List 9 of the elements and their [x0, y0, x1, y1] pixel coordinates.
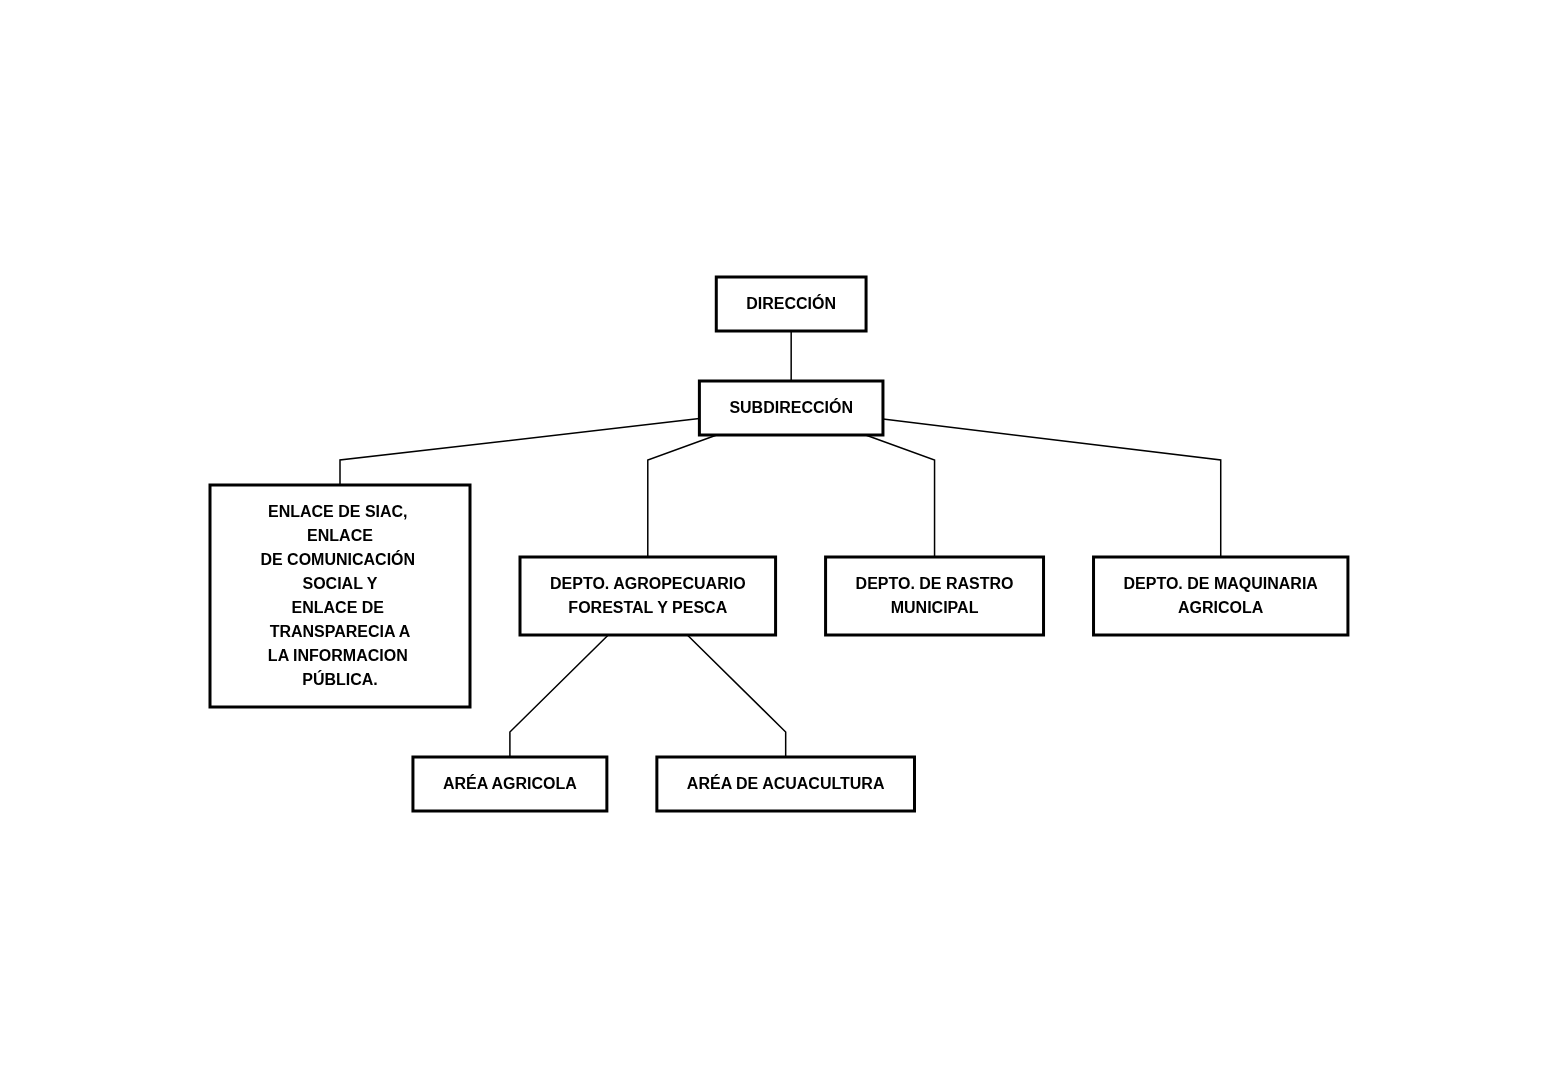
connector	[882, 418, 1222, 558]
node-box: ENLACE DE SIAC, ENLACE DE COMUNICACIÓN SOCIAL Y ENLACE DE TRANSPARECIA A LA INFORMACION PÚBLICA.	[208, 483, 472, 709]
node-box: DEPTO. DE MAQUINARIA AGRICOLA	[1092, 555, 1350, 637]
node-box: DEPTO. DE RASTRO MUNICIPAL	[824, 555, 1046, 637]
node-box: ARÉA AGRICOLA	[411, 755, 609, 813]
node-box: DEPTO. AGROPECUARIO FORESTAL Y PESCA	[518, 555, 778, 637]
node-box: SUBDIRECCIÓN	[697, 379, 885, 437]
node-box: DIRECCIÓN	[714, 275, 868, 333]
node-box: ARÉA DE ACUACULTURA	[655, 755, 916, 813]
